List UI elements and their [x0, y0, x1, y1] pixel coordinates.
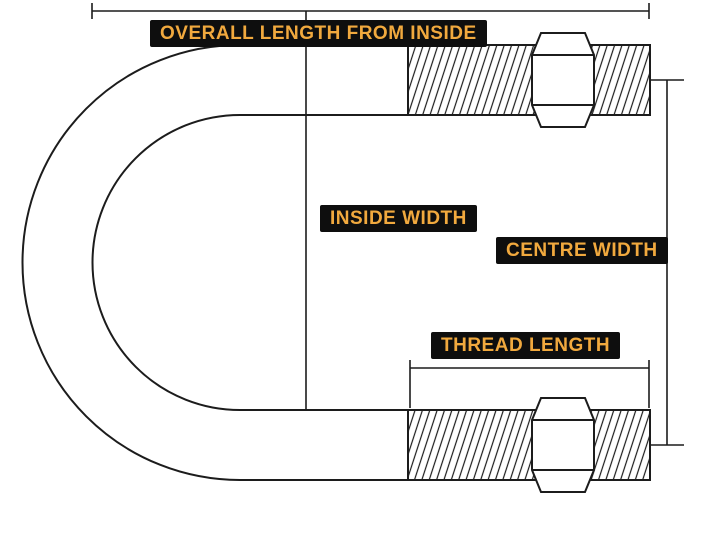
u-bend	[21, 44, 408, 481]
dimension-lines	[91, 3, 684, 446]
hex-nuts	[531, 32, 595, 493]
thread-length-label: THREAD LENGTH	[431, 332, 621, 359]
bottom-nut	[531, 397, 595, 493]
overall-length-label: OVERALL LENGTH FROM INSIDE	[150, 20, 487, 47]
inside-width-label: INSIDE WIDTH	[320, 205, 477, 232]
top-leg-thread	[407, 44, 651, 116]
top-nut	[531, 32, 595, 128]
bottom-leg-thread	[407, 409, 651, 481]
threaded-sections	[407, 44, 651, 481]
u-bend-outer-edge	[21, 44, 408, 481]
centre-width-label: CENTRE WIDTH	[496, 237, 668, 264]
u-bend-inner-edge	[91, 114, 408, 411]
